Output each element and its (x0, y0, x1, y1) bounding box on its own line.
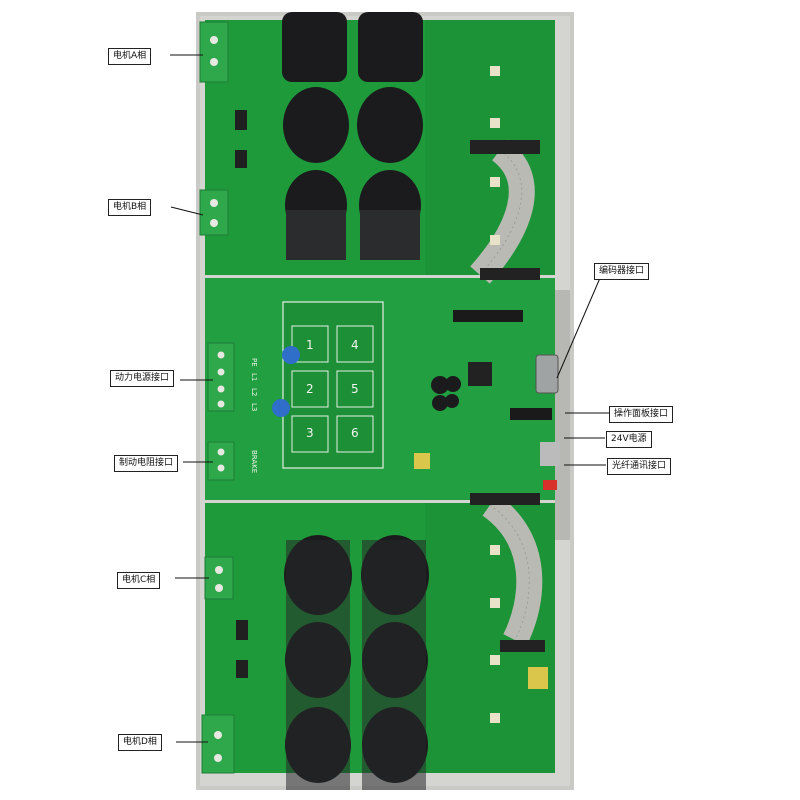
channel-2-label: 2 (306, 382, 314, 396)
channel-4-label: 4 (351, 338, 359, 352)
label-power-interface: 动力电源接口 (110, 370, 175, 387)
label-encoder: 编码器接口 (594, 263, 650, 280)
pin-pe: PE (250, 358, 258, 367)
label-brake-resistor: 制动电阻接口 (114, 455, 179, 472)
label-motor-c: 电机C相 (117, 572, 161, 589)
pin-l3: L3 (250, 403, 258, 411)
channel-1-label: 1 (306, 338, 314, 352)
ribbon-cable-top (470, 139, 535, 284)
header-connector (453, 310, 523, 322)
label-fiber-comm: 光纤通讯接口 (607, 458, 672, 475)
brake-silkscreen: BRAKE (250, 450, 258, 473)
pin-l1: L1 (250, 373, 258, 381)
encoder-connector (535, 354, 559, 394)
capacitor-bank-top (282, 12, 423, 260)
label-motor-b: 电机B相 (108, 199, 152, 216)
igbt-module-area (282, 301, 384, 469)
label-motor-d: 电机D相 (118, 734, 162, 751)
channel-3-label: 3 (306, 426, 314, 440)
label-24v-supply: 24V电源 (606, 431, 652, 448)
panel-connector (510, 408, 552, 420)
ribbon-cable-bottom (481, 494, 543, 646)
varistors (272, 346, 300, 417)
terminal-blocks (199, 21, 235, 774)
mcu-chip (468, 362, 492, 386)
reset-switch (414, 453, 430, 469)
label-operator-panel: 操作面板接口 (609, 406, 674, 423)
channel-6-label: 6 (351, 426, 359, 440)
capacitor-bank-bottom (284, 535, 429, 790)
label-motor-a: 电机A相 (108, 48, 152, 65)
channel-5-label: 5 (351, 382, 359, 396)
pin-l2: L2 (250, 388, 258, 396)
